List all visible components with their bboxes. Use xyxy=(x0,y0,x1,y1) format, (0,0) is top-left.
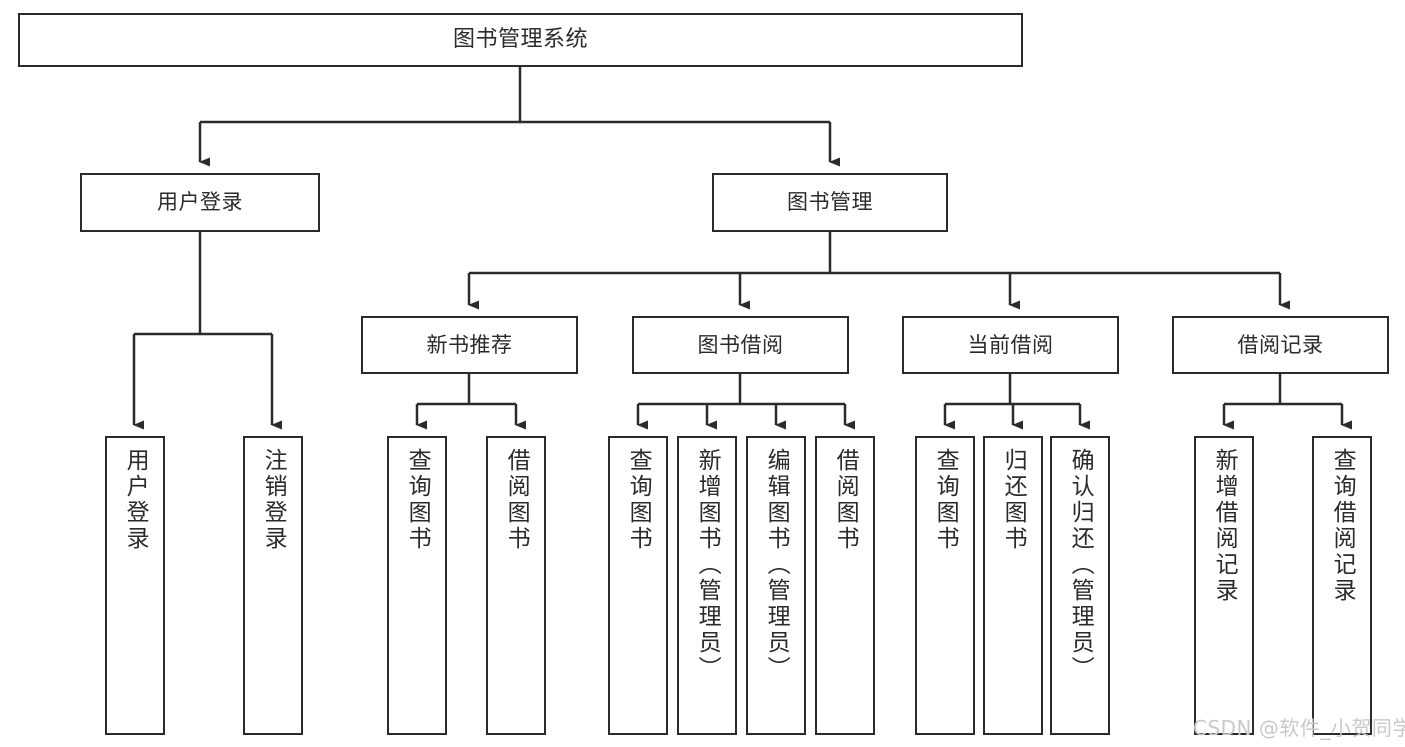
node-new-book-recommend[interactable]: 新书推荐 xyxy=(361,316,578,374)
node-label: 注销登录 xyxy=(260,448,287,552)
node-borrow-record[interactable]: 借阅记录 xyxy=(1172,316,1389,374)
node-leaf-borrow-book-2[interactable]: 借阅图书 xyxy=(815,436,875,735)
node-label: 新增借阅记录 xyxy=(1211,448,1238,604)
node-label: 归还图书 xyxy=(1000,448,1027,552)
node-label: 当前借阅 xyxy=(967,332,1054,357)
node-label: 查询图书 xyxy=(404,448,431,552)
node-book-borrow[interactable]: 图书借阅 xyxy=(632,316,849,374)
node-book-manage[interactable]: 图书管理 xyxy=(712,173,948,232)
node-label: 确认归还（管理员） xyxy=(1067,448,1094,682)
node-label: 查询借阅记录 xyxy=(1329,448,1356,604)
node-label: 查询图书 xyxy=(625,448,652,552)
node-label: 用户登录 xyxy=(157,190,243,215)
node-label: 新书推荐 xyxy=(426,332,513,357)
node-leaf-add-book[interactable]: 新增图书（管理员） xyxy=(677,436,737,735)
node-label: 借阅图书 xyxy=(832,448,859,552)
node-leaf-user-login[interactable]: 用户登录 xyxy=(105,436,165,735)
node-current-borrow[interactable]: 当前借阅 xyxy=(902,316,1119,374)
node-user-login[interactable]: 用户登录 xyxy=(80,173,320,232)
node-label: 新增图书（管理员） xyxy=(694,448,721,682)
node-label: 用户登录 xyxy=(122,448,149,552)
node-leaf-edit-book[interactable]: 编辑图书（管理员） xyxy=(746,436,806,735)
node-leaf-add-record[interactable]: 新增借阅记录 xyxy=(1194,436,1254,735)
node-label: 编辑图书（管理员） xyxy=(763,448,790,682)
node-label: 借阅图书 xyxy=(503,448,530,552)
node-root[interactable]: 图书管理系统 xyxy=(18,13,1023,67)
node-label: 查询图书 xyxy=(932,448,959,552)
node-leaf-confirm-return[interactable]: 确认归还（管理员） xyxy=(1050,436,1110,735)
node-label: 图书管理 xyxy=(787,190,873,215)
node-leaf-query-book-1[interactable]: 查询图书 xyxy=(387,436,447,735)
node-label: 图书管理系统 xyxy=(452,27,588,53)
node-leaf-query-record[interactable]: 查询借阅记录 xyxy=(1312,436,1372,735)
watermark-text: CSDN @软件_小贺同学 xyxy=(1193,716,1405,740)
node-leaf-user-logout[interactable]: 注销登录 xyxy=(243,436,303,735)
node-label: 图书借阅 xyxy=(697,332,784,357)
node-label: 借阅记录 xyxy=(1237,332,1324,357)
node-leaf-borrow-book-1[interactable]: 借阅图书 xyxy=(486,436,546,735)
node-leaf-query-book-2[interactable]: 查询图书 xyxy=(608,436,668,735)
node-leaf-query-book-3[interactable]: 查询图书 xyxy=(915,436,975,735)
node-leaf-return-book[interactable]: 归还图书 xyxy=(983,436,1043,735)
